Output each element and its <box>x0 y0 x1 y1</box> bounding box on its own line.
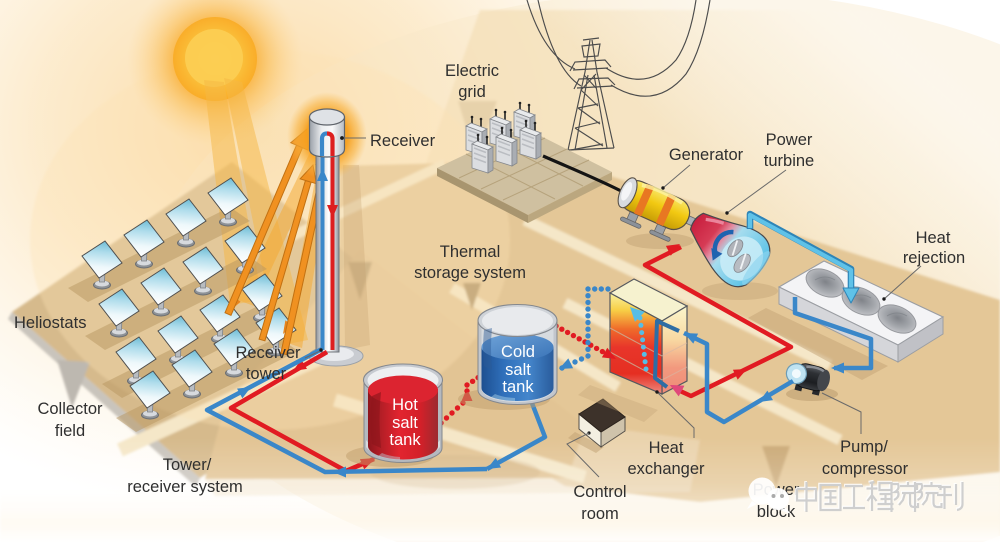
svg-text:Heat: Heat <box>649 439 684 457</box>
svg-text:turbine: turbine <box>764 152 814 170</box>
svg-text:Heliostats: Heliostats <box>14 314 86 332</box>
svg-text:Control: Control <box>573 483 626 501</box>
svg-text:Receiver: Receiver <box>235 344 301 362</box>
svg-text:salt: salt <box>392 414 418 432</box>
svg-text:Power: Power <box>766 131 813 149</box>
svg-text:Hot: Hot <box>392 396 418 414</box>
svg-text:compressor: compressor <box>822 460 909 478</box>
svg-text:exchanger: exchanger <box>627 460 705 478</box>
svg-text:Collector: Collector <box>37 400 103 418</box>
svg-text:Generator: Generator <box>669 146 744 164</box>
svg-text:receiver system: receiver system <box>127 478 243 496</box>
svg-text:grid: grid <box>458 83 486 101</box>
svg-text:tower: tower <box>246 365 287 383</box>
svg-text:tank: tank <box>389 431 421 449</box>
svg-text:Tower/: Tower/ <box>163 456 212 474</box>
svg-text:salt: salt <box>505 361 531 379</box>
svg-text:tank: tank <box>502 378 534 396</box>
svg-text:Receiver: Receiver <box>370 132 436 150</box>
svg-text:block: block <box>757 503 796 521</box>
svg-text:Electric: Electric <box>445 62 499 80</box>
svg-text:Cold: Cold <box>501 343 535 361</box>
svg-text:Pump/: Pump/ <box>840 438 888 456</box>
svg-text:field: field <box>55 422 85 440</box>
svg-text:Heat: Heat <box>916 229 951 247</box>
svg-text:Thermal: Thermal <box>440 243 501 261</box>
svg-text:storage system: storage system <box>414 264 526 282</box>
svg-text:rejection: rejection <box>903 249 965 267</box>
svg-text:room: room <box>581 505 619 523</box>
